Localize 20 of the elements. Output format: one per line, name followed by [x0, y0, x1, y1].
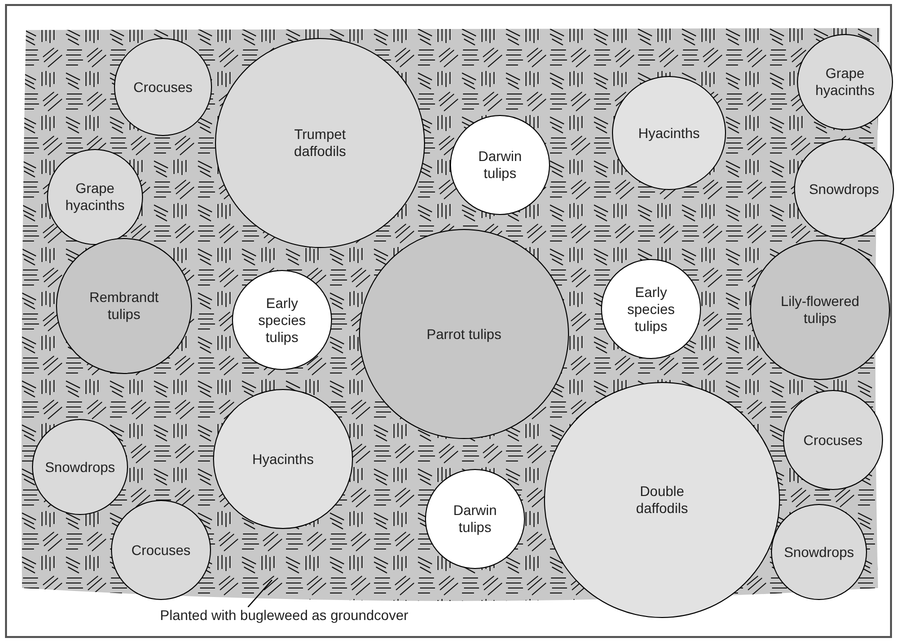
bulb-label: Crocuses — [132, 78, 194, 96]
bulb-label: Double daffodils — [635, 483, 689, 517]
bulb-label: Grape hyacinths — [64, 180, 126, 214]
bulb-label: Crocuses — [802, 432, 864, 448]
bulb-label: Lily-flowered tulips — [780, 293, 860, 327]
bulb-label: Darwin tulips — [452, 502, 498, 536]
bulb-label: Snowdrops — [44, 458, 116, 476]
bulb-label: Trumpet daffodils — [293, 126, 347, 160]
bulb-label: Snowdrops — [808, 180, 880, 198]
bulb-label: Early species tulips — [257, 294, 307, 346]
bulb-label: Hyacinths — [251, 450, 315, 468]
bulb-label: Parrot tulips — [426, 326, 502, 342]
bulb-label: Grape hyacinths — [814, 65, 876, 99]
bulb-label: Snowdrops — [782, 544, 856, 560]
bulb-label: Darwin tulips — [477, 148, 523, 182]
bulb-label: Rembrandt tulips — [88, 289, 160, 323]
bulb-label: Crocuses — [130, 542, 192, 558]
note-text: Planted with bugleweed as groundcover — [160, 607, 410, 624]
bulb-label: Hyacinths — [637, 124, 701, 142]
bulb-label: Early species tulips — [626, 284, 676, 334]
